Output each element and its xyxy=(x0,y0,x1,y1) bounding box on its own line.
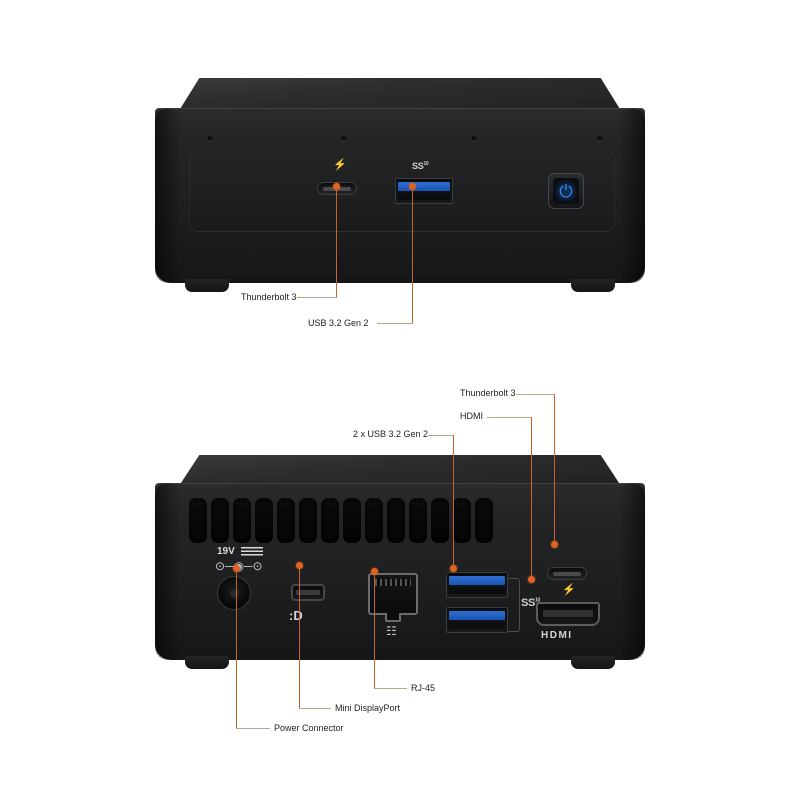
vent-slot xyxy=(387,498,405,543)
usb-slot xyxy=(449,622,505,629)
callout-dot-rear-usb xyxy=(450,565,457,572)
callout-dot-rear-hdmi xyxy=(528,576,535,583)
usb-tongue xyxy=(449,576,505,585)
dc-bars-icon xyxy=(241,547,263,556)
dc-power-jack[interactable] xyxy=(217,576,251,610)
screw-dot xyxy=(597,136,602,141)
rear-left-shade xyxy=(155,483,181,660)
voltage-label: 19V xyxy=(217,546,235,557)
callout-label-rear-thunderbolt: Thunderbolt 3 xyxy=(460,388,516,398)
vent-slot xyxy=(365,498,383,543)
callout-line-front-thunderbolt xyxy=(336,187,337,297)
callout-line-rear-rj45 xyxy=(374,572,375,688)
rear-right-shade xyxy=(619,483,645,660)
callout-line-rear-rj45-h xyxy=(374,688,407,689)
usb-tongue xyxy=(398,182,450,191)
rear-usb-a-port[interactable] xyxy=(446,607,508,633)
callout-dot-rear-rj45 xyxy=(371,568,378,575)
vent-slot xyxy=(453,498,471,543)
usb-tongue xyxy=(449,611,505,620)
callout-label-front-thunderbolt: Thunderbolt 3 xyxy=(241,292,297,302)
front-usb-a-port[interactable] xyxy=(395,178,453,204)
callout-line-rear-thunderbolt xyxy=(554,394,555,544)
hdmi-port[interactable] xyxy=(536,602,600,626)
vent-slot xyxy=(321,498,339,543)
callout-line-front-thunderbolt-h xyxy=(297,297,337,298)
vent-row xyxy=(189,498,493,543)
usb-slot xyxy=(398,193,450,200)
ss-text: SS xyxy=(521,597,536,609)
front-body: ⚡ SS10 ⏻ xyxy=(155,108,645,292)
rj45-pins xyxy=(375,579,411,586)
chassis-foot xyxy=(185,279,229,292)
rj45-port[interactable] xyxy=(368,573,418,622)
front-left-shade xyxy=(155,108,181,283)
callout-label-rear-mdp: Mini DisplayPort xyxy=(335,703,401,713)
ss-text: SS xyxy=(412,161,424,171)
vent-slot xyxy=(475,498,493,543)
rear-unit: 19V ⊙─◉─⊙ :D ☷ xyxy=(155,455,645,670)
callout-label-rear-hdmi: HDMI xyxy=(460,411,483,421)
callout-line-rear-usb-h xyxy=(428,435,453,436)
power-button-inner: ⏻ xyxy=(553,178,579,204)
chassis-foot xyxy=(185,656,229,669)
callout-label-rear-power: Power Connector xyxy=(274,723,344,733)
callout-line-rear-power xyxy=(236,569,237,728)
vent-slot xyxy=(299,498,317,543)
screw-dot xyxy=(207,136,212,141)
dp-letter: D xyxy=(293,608,302,623)
front-faceplate: ⚡ SS10 ⏻ xyxy=(189,150,615,232)
hdmi-label: HDMI xyxy=(541,630,573,641)
callout-line-rear-mdp xyxy=(299,566,300,708)
callout-line-rear-power-h xyxy=(236,728,270,729)
superspeed-bracket xyxy=(508,578,520,632)
chassis-foot xyxy=(571,279,615,292)
vent-slot xyxy=(277,498,295,543)
rear-thunderbolt-port[interactable] xyxy=(547,567,587,580)
callout-line-rear-thunderbolt-h xyxy=(516,394,554,395)
rear-usb-a-port[interactable] xyxy=(446,572,508,598)
rear-body: 19V ⊙─◉─⊙ :D ☷ xyxy=(155,483,645,669)
rj45-notch xyxy=(385,613,401,622)
superspeed-10-icon: SS10 xyxy=(521,598,540,609)
vent-slot xyxy=(409,498,427,543)
vent-slot xyxy=(211,498,229,543)
power-button[interactable]: ⏻ xyxy=(548,173,584,209)
callout-line-rear-hdmi xyxy=(531,417,532,579)
network-icon: ☷ xyxy=(386,624,397,638)
vent-slot xyxy=(189,498,207,543)
ss-sup: 10 xyxy=(423,161,429,167)
front-right-shade xyxy=(619,108,645,283)
chassis-foot xyxy=(571,656,615,669)
callout-dot-rear-thunderbolt xyxy=(551,541,558,548)
vent-slot xyxy=(343,498,361,543)
callout-dot-rear-mdp xyxy=(296,562,303,569)
front-unit: ⚡ SS10 ⏻ xyxy=(155,78,645,293)
vent-slot xyxy=(233,498,251,543)
mini-displayport-port[interactable] xyxy=(291,584,325,601)
callout-label-rear-usb: 2 x USB 3.2 Gen 2 xyxy=(353,429,429,439)
thunderbolt-bolt-icon: ⚡ xyxy=(333,159,347,171)
vent-slot xyxy=(255,498,273,543)
usb-slot xyxy=(449,587,505,594)
displayport-icon: :D xyxy=(289,609,303,622)
callout-line-rear-hdmi-h xyxy=(487,417,531,418)
callout-line-front-usb xyxy=(412,187,413,323)
power-icon: ⏻ xyxy=(559,181,573,201)
ss-sup: 10 xyxy=(535,597,541,604)
screw-dot xyxy=(471,136,476,141)
callout-dot-front-usb xyxy=(409,183,416,190)
callout-line-rear-mdp-h xyxy=(299,708,331,709)
thunderbolt-bolt-icon: ⚡ xyxy=(562,584,576,596)
callout-line-front-usb-h xyxy=(377,323,413,324)
callout-dot-rear-power xyxy=(233,565,240,572)
callout-label-front-usb: USB 3.2 Gen 2 xyxy=(308,318,369,328)
superspeed-10-icon: SS10 xyxy=(412,161,429,171)
callout-dot-front-thunderbolt xyxy=(333,183,340,190)
callout-label-rear-rj45: RJ-45 xyxy=(411,683,436,693)
callout-line-rear-usb xyxy=(453,435,454,568)
screw-dot xyxy=(341,136,346,141)
vent-slot xyxy=(431,498,449,543)
